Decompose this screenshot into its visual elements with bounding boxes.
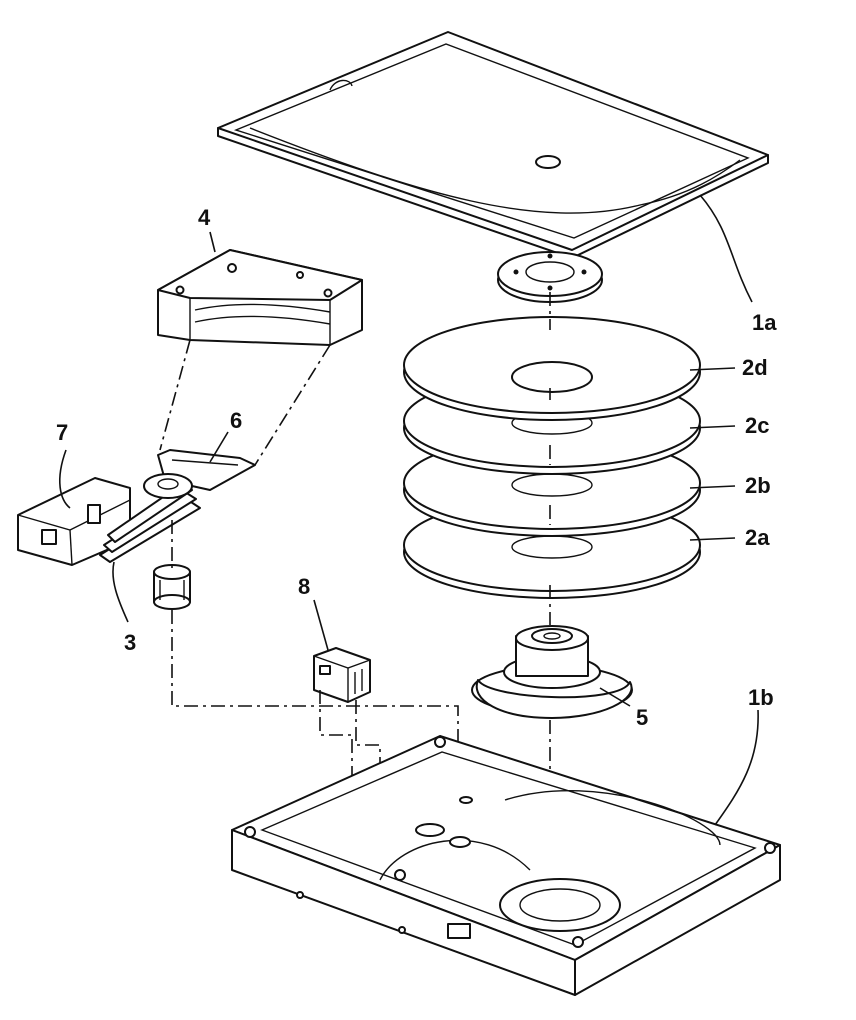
label-2b: 2b [745,473,771,498]
connector [313,647,371,703]
label-5: 5 [636,705,648,730]
label-2c: 2c [745,413,769,438]
top-cover [217,31,769,259]
head-arm [99,473,201,563]
label-7: 7 [56,420,68,445]
spindle-motor [471,625,633,719]
label-4: 4 [198,205,211,230]
label-3: 3 [124,630,136,655]
label-6: 6 [230,408,242,433]
label-2a: 2a [745,525,770,550]
leader-lines [59,194,759,826]
label-1a: 1a [752,310,777,335]
label-1b: 1b [748,685,774,710]
pivot-bearing [153,564,191,610]
label-2d: 2d [742,355,768,380]
spindle-clamp [497,251,603,303]
labels: 1a 1b 2a 2b 2c 2d 3 4 5 6 7 8 [56,205,777,730]
latch [17,477,131,566]
magnet-assembly [157,249,363,346]
label-8: 8 [298,574,310,599]
base [231,735,781,996]
disk-2d [403,316,701,421]
